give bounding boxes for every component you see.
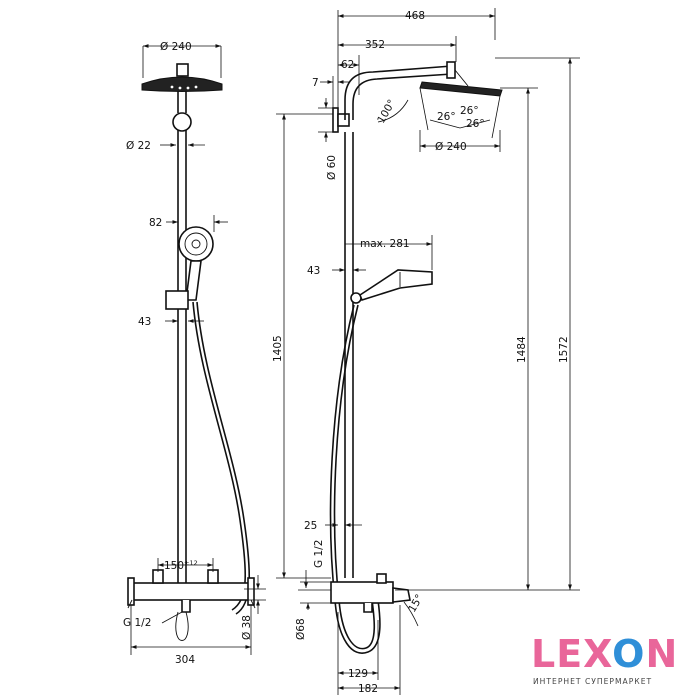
side-hand-shower <box>350 269 433 304</box>
side-shower-head <box>419 61 503 152</box>
side-riser-pipe <box>344 132 354 578</box>
side-dim-tilt-angle-2: 26° <box>466 118 485 130</box>
side-dim-spout-182: 182 <box>358 683 378 695</box>
side-dim-inlet-thread: G 1/2 <box>313 540 325 568</box>
side-dim-tilt-angle-3: 26° <box>460 105 479 117</box>
side-dim-head-diameter: Ø 240 <box>435 141 467 153</box>
side-dim-bracket-offset: 7 <box>312 77 319 89</box>
logo-wordmark: LEXON <box>531 632 679 676</box>
front-dim-head-diameter: Ø 240 <box>160 41 192 53</box>
side-dim-bracket-depth: 62 <box>341 59 354 71</box>
side-dim-height-1484: 1484 <box>516 336 528 363</box>
front-dim-mixer-height: Ø 38 <box>241 615 253 640</box>
logo-subtitle: ИНТЕРНЕТ СУПЕРМАРКЕТ <box>533 677 653 686</box>
side-dim-height-1405: 1405 <box>272 335 284 362</box>
front-bath-mixer <box>127 569 256 641</box>
front-riser-pipe <box>177 130 187 585</box>
front-dim-handshower-width: 82 <box>149 217 162 229</box>
side-dim-holder-offset: 43 <box>307 265 320 277</box>
front-dim-mixer-width: 304 <box>175 654 195 666</box>
side-dim-spout-129: 129 <box>348 668 368 680</box>
front-hand-shower <box>178 226 214 301</box>
dimension-labels: Ø 240 Ø 22 82 43 150±12 G 1/2 Ø 38 304 4… <box>123 10 570 695</box>
side-dim-wall-gap: 25 <box>304 520 317 532</box>
front-dim-pipe-diameter: Ø 22 <box>126 140 151 152</box>
front-slide-holder <box>165 290 189 310</box>
front-view <box>127 44 266 655</box>
side-dim-mixer-diameter: Ø68 <box>295 618 307 640</box>
side-dim-tilt-angle-1: 26° <box>437 111 456 123</box>
front-dim-holder-offset: 43 <box>138 316 151 328</box>
front-dim-inlet-thread: G 1/2 <box>123 617 151 629</box>
side-dim-head-angle: 100° <box>375 98 398 126</box>
side-dim-height-1572: 1572 <box>558 336 570 363</box>
front-shower-head <box>141 63 223 132</box>
side-dim-total-reach: 468 <box>405 10 425 22</box>
side-view <box>276 8 580 695</box>
side-dim-max-handshower: max. 281 <box>360 238 410 250</box>
lexon-logo: LEXON ИНТЕРНЕТ СУПЕРМАРКЕТ <box>531 634 691 692</box>
side-mixer <box>330 573 411 613</box>
front-hose <box>192 301 247 611</box>
side-dim-wall-bracket-diameter: Ø 60 <box>326 155 338 180</box>
side-dim-arm-reach: 352 <box>365 39 385 51</box>
front-dim-mixer-spacing: 150±12 <box>164 559 198 572</box>
